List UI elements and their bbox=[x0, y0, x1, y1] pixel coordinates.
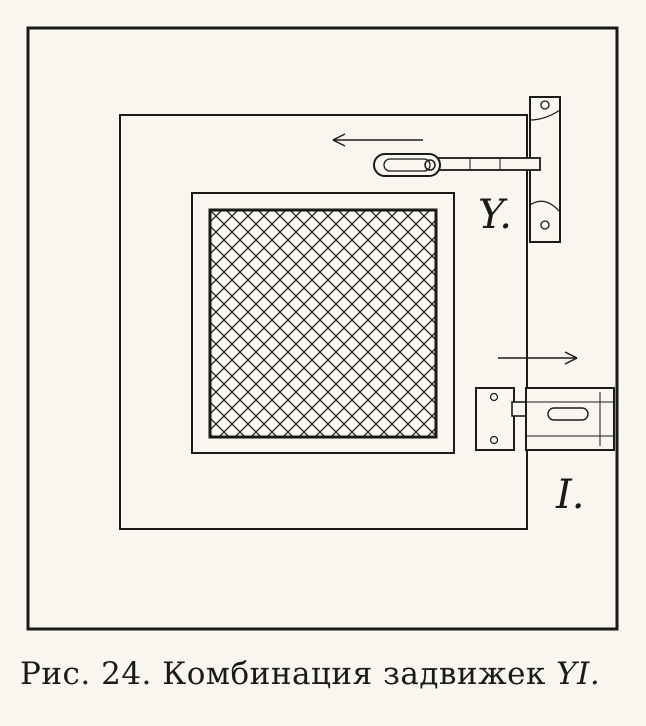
caption-letters: YI. bbox=[556, 656, 601, 692]
wire-mesh-window bbox=[208, 208, 438, 439]
outer-frame bbox=[26, 26, 619, 631]
latch-i-housing bbox=[525, 387, 615, 451]
arrow-right-icon bbox=[498, 351, 578, 365]
latch-y-bolt bbox=[429, 157, 541, 171]
latch-i: I. bbox=[475, 387, 615, 518]
window-frame bbox=[191, 192, 455, 454]
door-leaf bbox=[119, 114, 528, 530]
latch-y: Y. bbox=[373, 96, 561, 243]
arrow-left-icon bbox=[332, 133, 423, 147]
caption-prefix: Рис. 24. Комбинация задвижек bbox=[20, 656, 557, 692]
latch-y-label: Y. bbox=[478, 192, 512, 238]
latch-i-door-plate bbox=[475, 387, 515, 451]
figure-caption: Рис. 24. Комбинация задвижек YI. bbox=[0, 656, 646, 692]
latch-i-label: I. bbox=[555, 472, 585, 518]
